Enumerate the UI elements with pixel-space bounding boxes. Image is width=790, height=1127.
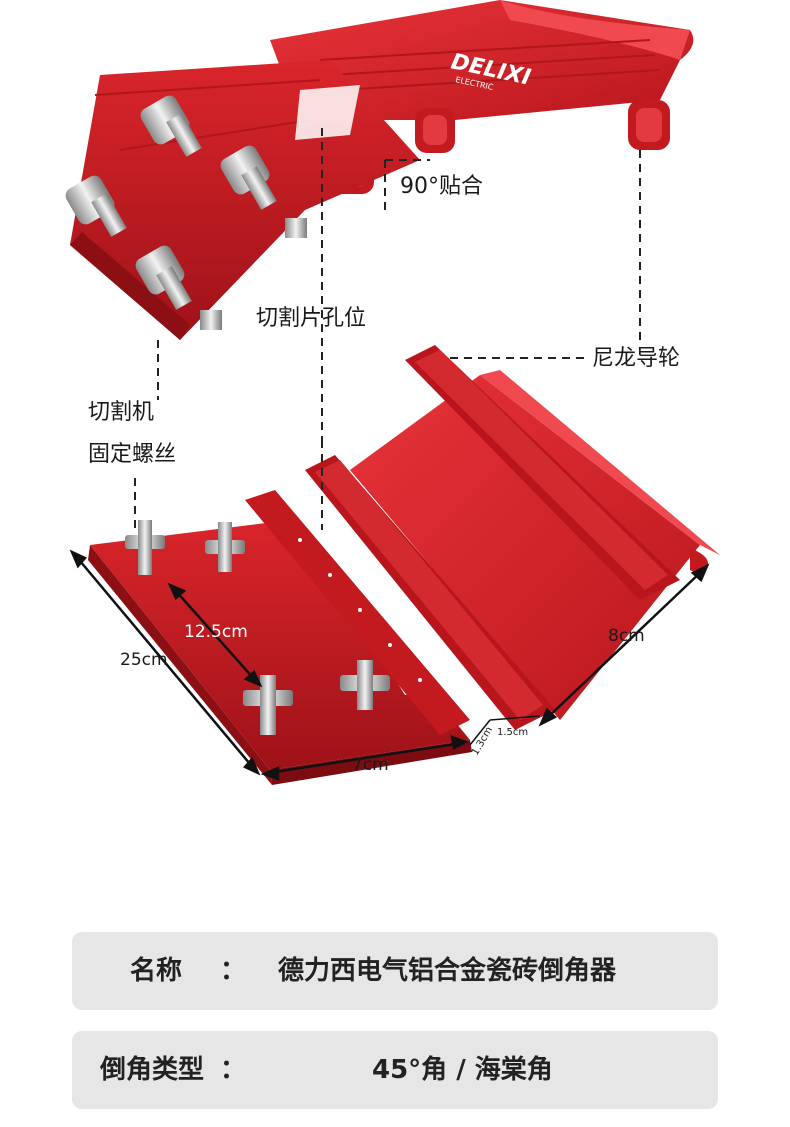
spec-key-chamfer-type: 倒角类型 xyxy=(100,1055,205,1085)
dimension-side-height: 8cm xyxy=(608,626,645,646)
callout-nylon-wheel: 尼龙导轮 xyxy=(592,346,681,371)
spec-colon-chamfer-type: ： xyxy=(220,1055,247,1085)
leader-lines xyxy=(134,128,641,530)
spec-row-name: 名称 ： 德力西电气铝合金瓷砖倒角器 xyxy=(72,932,718,1010)
spec-row-chamfer-type: 倒角类型 ： 45°角 / 海棠角 xyxy=(72,1031,718,1109)
roller-row-upper xyxy=(405,345,680,600)
callout-screw-line2: 固定螺丝 xyxy=(88,442,177,467)
screw-group-top xyxy=(65,95,307,330)
dimension-bolt-spacing: 12.5cm xyxy=(184,622,248,642)
dimension-gap-width: 1.5cm xyxy=(497,727,529,738)
spec-key-name: 名称 xyxy=(130,956,183,986)
callout-angle-fit: 90°贴合 xyxy=(400,174,483,199)
dimension-length: 25cm xyxy=(120,650,168,670)
roller-row-lower xyxy=(305,455,555,730)
spec-value-chamfer-type: 45°角 / 海棠角 xyxy=(372,1055,553,1085)
dimension-base-width: 7cm xyxy=(352,755,389,775)
dimension-arrows xyxy=(69,549,710,781)
wing-bolts xyxy=(125,520,390,735)
callout-screw-line1: 切割机 xyxy=(88,400,155,425)
product-illustration: DELIXI ELECTRIC xyxy=(65,0,720,785)
spec-colon-name: ： xyxy=(220,956,247,986)
bottom-chamfer-plate xyxy=(88,345,720,785)
top-chamfer-plate: DELIXI ELECTRIC xyxy=(65,0,694,340)
spec-value-name: 德力西电气铝合金瓷砖倒角器 xyxy=(278,956,617,986)
callout-blade-hole: 切割片孔位 xyxy=(256,306,367,331)
